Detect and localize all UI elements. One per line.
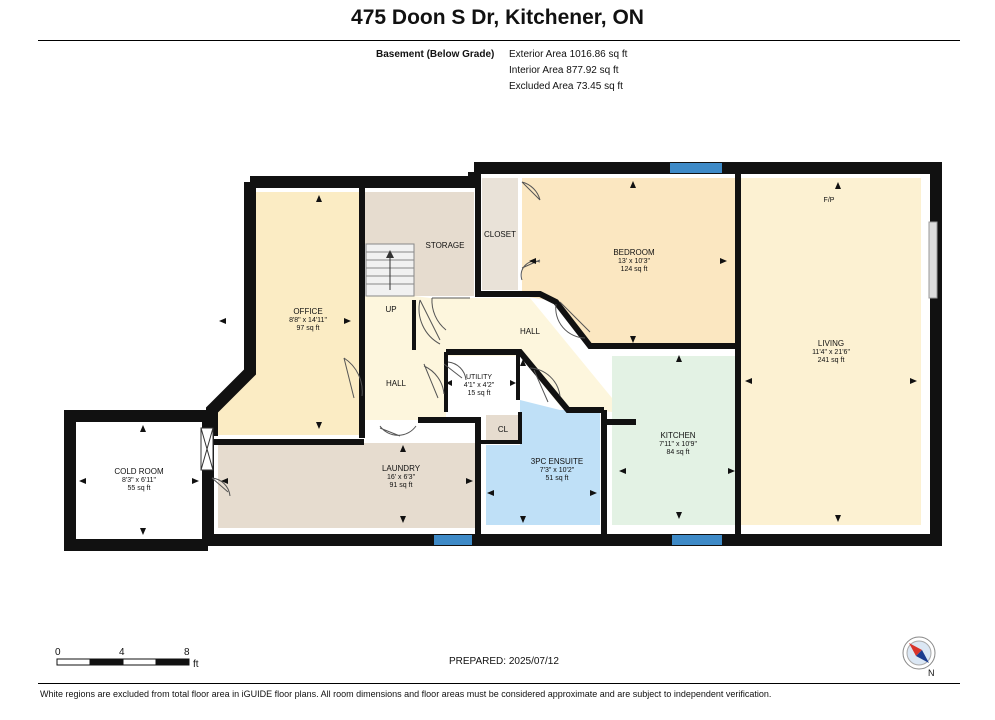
scale-tick-0: 0 — [55, 647, 61, 658]
ensuite-fill — [486, 400, 600, 525]
laundry-name: LAUNDRY — [382, 464, 421, 473]
dimension-arrows — [79, 181, 917, 535]
coldroom-door-details — [200, 427, 214, 532]
coldroom-fill — [74, 424, 204, 539]
compass-icon — [902, 636, 936, 670]
coldroom-area: 55 sq ft — [128, 485, 151, 492]
laundry-area: 91 sq ft — [390, 482, 413, 489]
bedroom-dims: 13' x 10'3" — [618, 258, 651, 265]
title-divider — [38, 40, 960, 41]
bedroom-fill — [522, 178, 735, 346]
kitchen-dims: 7'11" x 10'9" — [659, 441, 697, 448]
window-kitchen — [672, 535, 722, 545]
window-living — [928, 221, 938, 299]
cl-label: CL — [498, 425, 509, 434]
windows — [434, 163, 722, 545]
level-label: Basement (Below Grade) — [376, 49, 495, 60]
staircase — [365, 243, 415, 297]
cl-fill — [486, 415, 520, 442]
coldroom-name: COLD ROOM — [114, 467, 164, 476]
office-name: OFFICE — [293, 307, 322, 316]
utility-area: 15 sq ft — [468, 390, 491, 397]
footer-divider — [38, 683, 960, 684]
closet-fill — [482, 178, 518, 290]
disclaimer: White regions are excluded from total fl… — [40, 689, 772, 699]
living-dims: 11'4" x 21'6" — [812, 349, 850, 356]
door-swings — [211, 181, 591, 497]
hall-upper-label: HALL — [520, 327, 541, 336]
laundry-fill — [218, 443, 476, 528]
storage-name: STORAGE — [426, 241, 465, 250]
excluded-area: Excluded Area 73.45 sq ft — [509, 81, 623, 92]
kitchen-name: KITCHEN — [660, 431, 695, 440]
hall-lower-label: HALL — [386, 379, 407, 388]
living-fill — [741, 178, 921, 525]
coldroom-dims: 8'3" x 6'11" — [122, 477, 156, 484]
utility-name: UTILITY — [466, 374, 492, 381]
scale-unit: ft — [193, 659, 199, 670]
up-label: UP — [385, 305, 396, 314]
scale-bar — [56, 658, 190, 666]
exterior-area: Exterior Area 1016.86 sq ft — [509, 49, 628, 60]
room-labels: OFFICE 8'8" x 14'11" 97 sq ft STORAGE CL… — [114, 197, 850, 492]
closet-name: CLOSET — [484, 230, 516, 239]
ensuite-area: 51 sq ft — [546, 475, 569, 482]
bedroom-area: 124 sq ft — [621, 266, 648, 273]
office-area: 97 sq ft — [297, 325, 320, 332]
kitchen-fill — [612, 356, 741, 525]
living-area: 241 sq ft — [818, 357, 845, 364]
bedroom-name: BEDROOM — [613, 248, 655, 257]
window-bedroom — [670, 163, 722, 173]
office-fill — [218, 192, 360, 435]
fp-label: F/P — [824, 197, 835, 204]
utility-fill — [449, 358, 515, 406]
window-laundry — [434, 535, 472, 545]
living-name: LIVING — [818, 339, 844, 348]
office-dims: 8'8" x 14'11" — [289, 317, 327, 324]
compass-north-label: N — [928, 668, 935, 678]
ensuite-name: 3PC ENSUITE — [531, 457, 583, 466]
kitchen-area: 84 sq ft — [667, 449, 690, 456]
interior-area: Interior Area 877.92 sq ft — [509, 65, 619, 76]
page-title: 475 Doon S Dr, Kitchener, ON — [351, 6, 644, 29]
scale-tick-4: 4 — [119, 647, 125, 658]
prepared-date: PREPARED: 2025/07/12 — [449, 656, 559, 667]
laundry-dims: 16' x 6'3" — [387, 474, 416, 481]
scale-tick-8: 8 — [184, 647, 190, 658]
utility-dims: 4'1" x 4'2" — [464, 382, 495, 389]
ensuite-dims: 7'3" x 10'2" — [540, 467, 575, 474]
